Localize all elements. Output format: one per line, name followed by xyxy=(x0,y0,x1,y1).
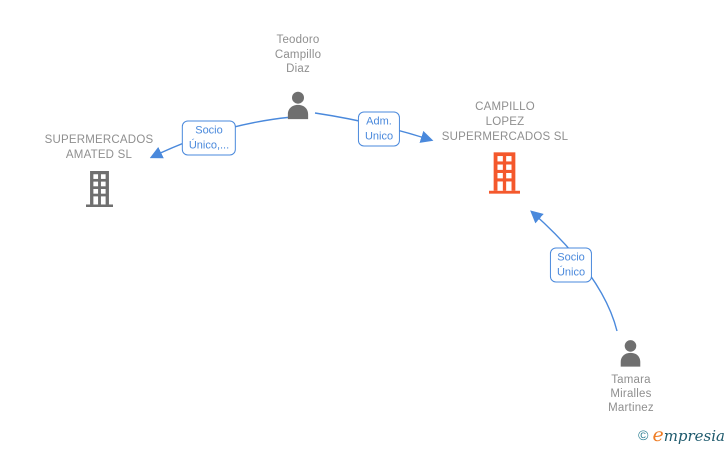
building-icon xyxy=(86,171,113,207)
edge-label-adm-unico: Adm. Unico xyxy=(357,111,401,147)
node-label-tamara-miralles-martinez[interactable]: Tamara Miralles Martinez xyxy=(556,373,706,415)
brand-logo-text: mpresia xyxy=(663,427,725,445)
node-label-supermercados-amated-sl[interactable]: SUPERMERCADOS AMATED SL xyxy=(24,133,174,163)
node-label-campillo-lopez-supermercados-sl[interactable]: CAMPILLO LOPEZ SUPERMERCADOS SL xyxy=(425,100,585,145)
edge-label-line: Único,... xyxy=(188,139,230,151)
node-supermercados-amated-sl[interactable] xyxy=(86,171,113,207)
brand-logo-letter: e xyxy=(652,424,664,446)
node-label-line: AMATED SL xyxy=(65,149,133,161)
node-label-line: Diaz xyxy=(286,63,310,75)
building-icon xyxy=(489,152,520,194)
edge-label-line: Adm. xyxy=(366,115,392,128)
empresia-logo[interactable]: ©empresia xyxy=(638,424,725,446)
edge-label-line: Unico xyxy=(364,130,394,142)
node-label-teodoro-campillo-diaz[interactable]: Teodoro Campillo Diaz xyxy=(223,33,373,77)
node-label-line: LOPEZ xyxy=(485,116,525,128)
node-label-line: Teodoro xyxy=(276,34,320,46)
node-label-line: SUPERMERCADOS SL xyxy=(441,131,569,143)
node-campillo-lopez-supermercados-sl[interactable] xyxy=(489,152,520,194)
node-tamara-miralles-martinez[interactable] xyxy=(616,338,645,368)
node-label-line: CAMPILLO xyxy=(475,101,535,113)
edge-label-line: Socio xyxy=(195,124,223,137)
node-label-line: Campillo xyxy=(274,48,322,61)
edge-label-socio-unico-ellipsis: Socio Único,... xyxy=(181,120,237,156)
edge-label-line: Socio xyxy=(557,251,585,264)
node-label-line: Miralles xyxy=(610,388,652,400)
edge-label-line: Único xyxy=(556,266,586,278)
node-teodoro-campillo-diaz[interactable] xyxy=(283,90,313,120)
person-icon xyxy=(620,340,641,367)
node-label-line: Martinez xyxy=(608,402,654,414)
node-label-line: SUPERMERCADOS xyxy=(44,134,154,146)
person-icon xyxy=(287,91,309,120)
copyright-icon: © xyxy=(638,427,649,443)
edge-label-socio-unico: Socio Único xyxy=(549,247,593,283)
node-label-line: Tamara xyxy=(611,374,651,386)
